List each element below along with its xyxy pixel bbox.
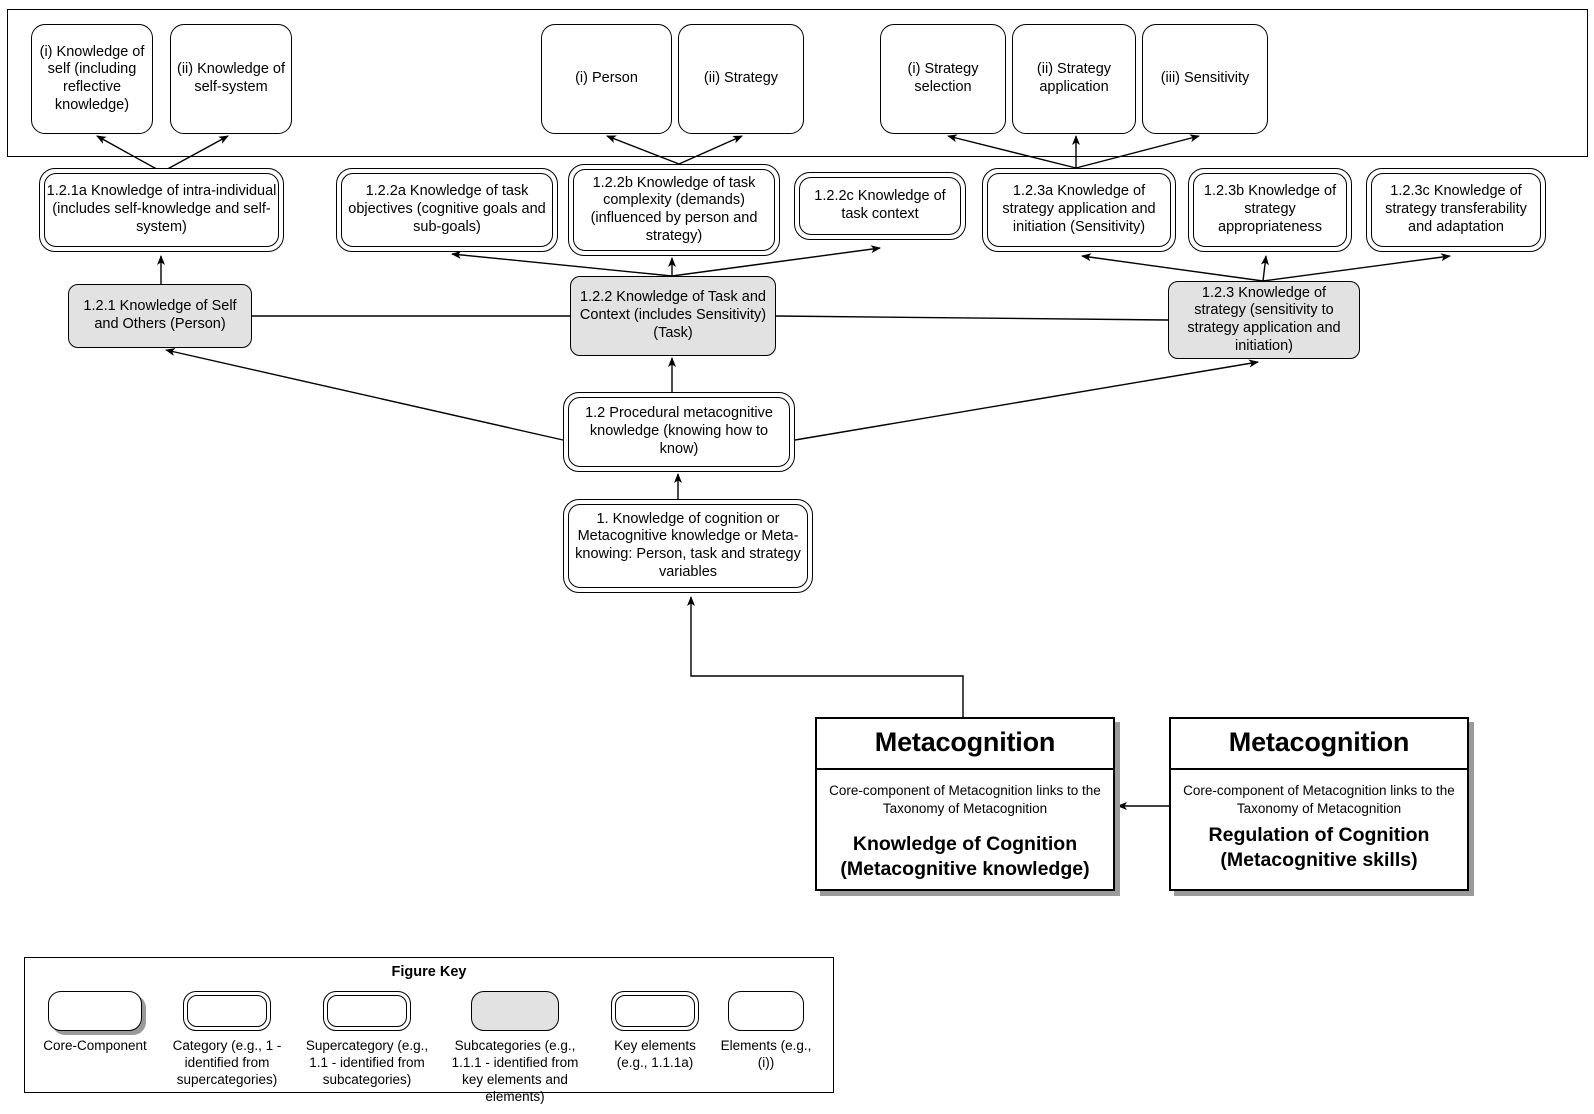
supercategory-label: 1.2 Procedural metacognitive knowledge (… — [585, 405, 773, 457]
core-component-swatch — [48, 991, 142, 1031]
key-item-label: Supercategory (e.g., 1.1 - identified fr… — [305, 1038, 429, 1088]
key-element-1-2-3b[interactable]: 1.2.3b Knowledge of strategy appropriate… — [1188, 168, 1352, 252]
key-item-supercategory[interactable]: Supercategory (e.g., 1.1 - identified fr… — [300, 991, 434, 1088]
key-item-key-elements[interactable]: Key elements (e.g., 1.1.1a) — [605, 991, 705, 1071]
subcategory-1-2-3[interactable]: 1.2.3 Knowledge of strategy (sensitivity… — [1168, 281, 1360, 359]
category-swatch — [183, 991, 271, 1031]
key-item-subcategories[interactable]: Subcategories (e.g., 1.1.1 - identified … — [440, 991, 590, 1106]
subcategory-label: 1.2.2 Knowledge of Task and Context (inc… — [579, 289, 767, 341]
key-element-1-2-2c[interactable]: 1.2.2c Knowledge of task context — [794, 172, 966, 240]
subcategories-swatch — [471, 991, 559, 1031]
key-element-label: 1.2.2a Knowledge of task objectives (cog… — [348, 183, 546, 235]
key-element-label: 1.2.2b Knowledge of task complexity (dem… — [590, 174, 758, 244]
core-component-knowledge-of-cognition[interactable]: Metacognition Core-component of Metacogn… — [815, 717, 1115, 891]
key-element-1-2-2a[interactable]: 1.2.2a Knowledge of task objectives (cog… — [336, 168, 558, 252]
element-label: (i) Person — [575, 70, 638, 87]
element-label: (ii) Strategy application — [1036, 61, 1112, 95]
element-label: (ii) Knowledge of self-system — [177, 61, 285, 95]
element-label: (i) Strategy selection — [907, 61, 979, 95]
key-element-label: 1.2.3c Knowledge of strategy transferabi… — [1385, 183, 1527, 235]
element-strategy[interactable]: (ii) Strategy — [678, 24, 804, 134]
key-elements-swatch — [611, 991, 699, 1031]
subcategory-1-2-2[interactable]: 1.2.2 Knowledge of Task and Context (inc… — [570, 276, 776, 356]
core-body: Core-component of Metacognition links to… — [817, 770, 1113, 890]
supercategory-swatch — [323, 991, 411, 1031]
elements-container — [7, 9, 1588, 157]
subcategory-1-2-1[interactable]: 1.2.1 Knowledge of Self and Others (Pers… — [68, 284, 252, 348]
element-strategy-selection[interactable]: (i) Strategy selection — [880, 24, 1006, 134]
element-label: (i) Knowledge of self (including reflect… — [39, 43, 145, 113]
key-item-core-component[interactable]: Core-Component — [35, 991, 155, 1054]
key-element-label: 1.2.2c Knowledge of task context — [814, 188, 946, 222]
key-item-label: Elements (e.g., (i)) — [720, 1038, 812, 1071]
element-knowledge-of-self[interactable]: (i) Knowledge of self (including reflect… — [31, 24, 153, 134]
figure-key: Figure Key Core-Component Category (e.g.… — [24, 957, 834, 1104]
core-header: Metacognition — [817, 719, 1113, 770]
key-element-1-2-3a[interactable]: 1.2.3a Knowledge of strategy application… — [982, 168, 1176, 252]
category-1[interactable]: 1. Knowledge of cognition or Metacogniti… — [563, 499, 813, 593]
element-strategy-application[interactable]: (ii) Strategy application — [1012, 24, 1136, 134]
element-knowledge-of-self-system[interactable]: (ii) Knowledge of self-system — [170, 24, 292, 134]
supercategory-1-2[interactable]: 1.2 Procedural metacognitive knowledge (… — [563, 392, 795, 472]
key-element-1-2-3c[interactable]: 1.2.3c Knowledge of strategy transferabi… — [1366, 168, 1546, 252]
core-body: Core-component of Metacognition links to… — [1171, 770, 1467, 881]
element-label: (iii) Sensitivity — [1160, 70, 1250, 87]
subcategory-label: 1.2.1 Knowledge of Self and Others (Pers… — [83, 298, 237, 332]
key-item-label: Key elements (e.g., 1.1.1a) — [614, 1038, 696, 1071]
key-item-elements[interactable]: Elements (e.g., (i)) — [720, 991, 812, 1071]
core-lead: Core-component of Metacognition links to… — [1183, 783, 1455, 816]
key-element-1-2-2b[interactable]: 1.2.2b Knowledge of task complexity (dem… — [568, 164, 780, 256]
key-item-label: Category (e.g., 1 - identified from supe… — [172, 1038, 282, 1088]
key-item-label: Subcategories (e.g., 1.1.1 - identified … — [451, 1038, 579, 1105]
core-strong: Knowledge of Cognition (Metacognitive kn… — [840, 832, 1090, 880]
category-label: 1. Knowledge of cognition or Metacogniti… — [575, 510, 801, 580]
element-person[interactable]: (i) Person — [541, 24, 672, 134]
core-component-regulation-of-cognition[interactable]: Metacognition Core-component of Metacogn… — [1169, 717, 1469, 891]
key-element-label: 1.2.1a Knowledge of intra-individual (in… — [46, 183, 277, 235]
key-item-label: Core-Component — [43, 1038, 147, 1053]
element-sensitivity[interactable]: (iii) Sensitivity — [1142, 24, 1268, 134]
key-element-label: 1.2.3a Knowledge of strategy application… — [1002, 183, 1156, 235]
elements-swatch — [728, 991, 804, 1031]
element-label: (ii) Strategy — [703, 70, 779, 87]
core-lead: Core-component of Metacognition links to… — [829, 783, 1101, 816]
key-element-label: 1.2.3b Knowledge of strategy appropriate… — [1203, 183, 1337, 235]
subcategory-label: 1.2.3 Knowledge of strategy (sensitivity… — [1187, 284, 1341, 354]
key-item-category[interactable]: Category (e.g., 1 - identified from supe… — [160, 991, 294, 1088]
key-element-1-2-1a[interactable]: 1.2.1a Knowledge of intra-individual (in… — [39, 168, 284, 252]
figure-key-title: Figure Key — [391, 964, 467, 980]
core-header: Metacognition — [1171, 719, 1467, 770]
core-strong: Regulation of Cognition (Metacognitive s… — [1208, 823, 1430, 871]
